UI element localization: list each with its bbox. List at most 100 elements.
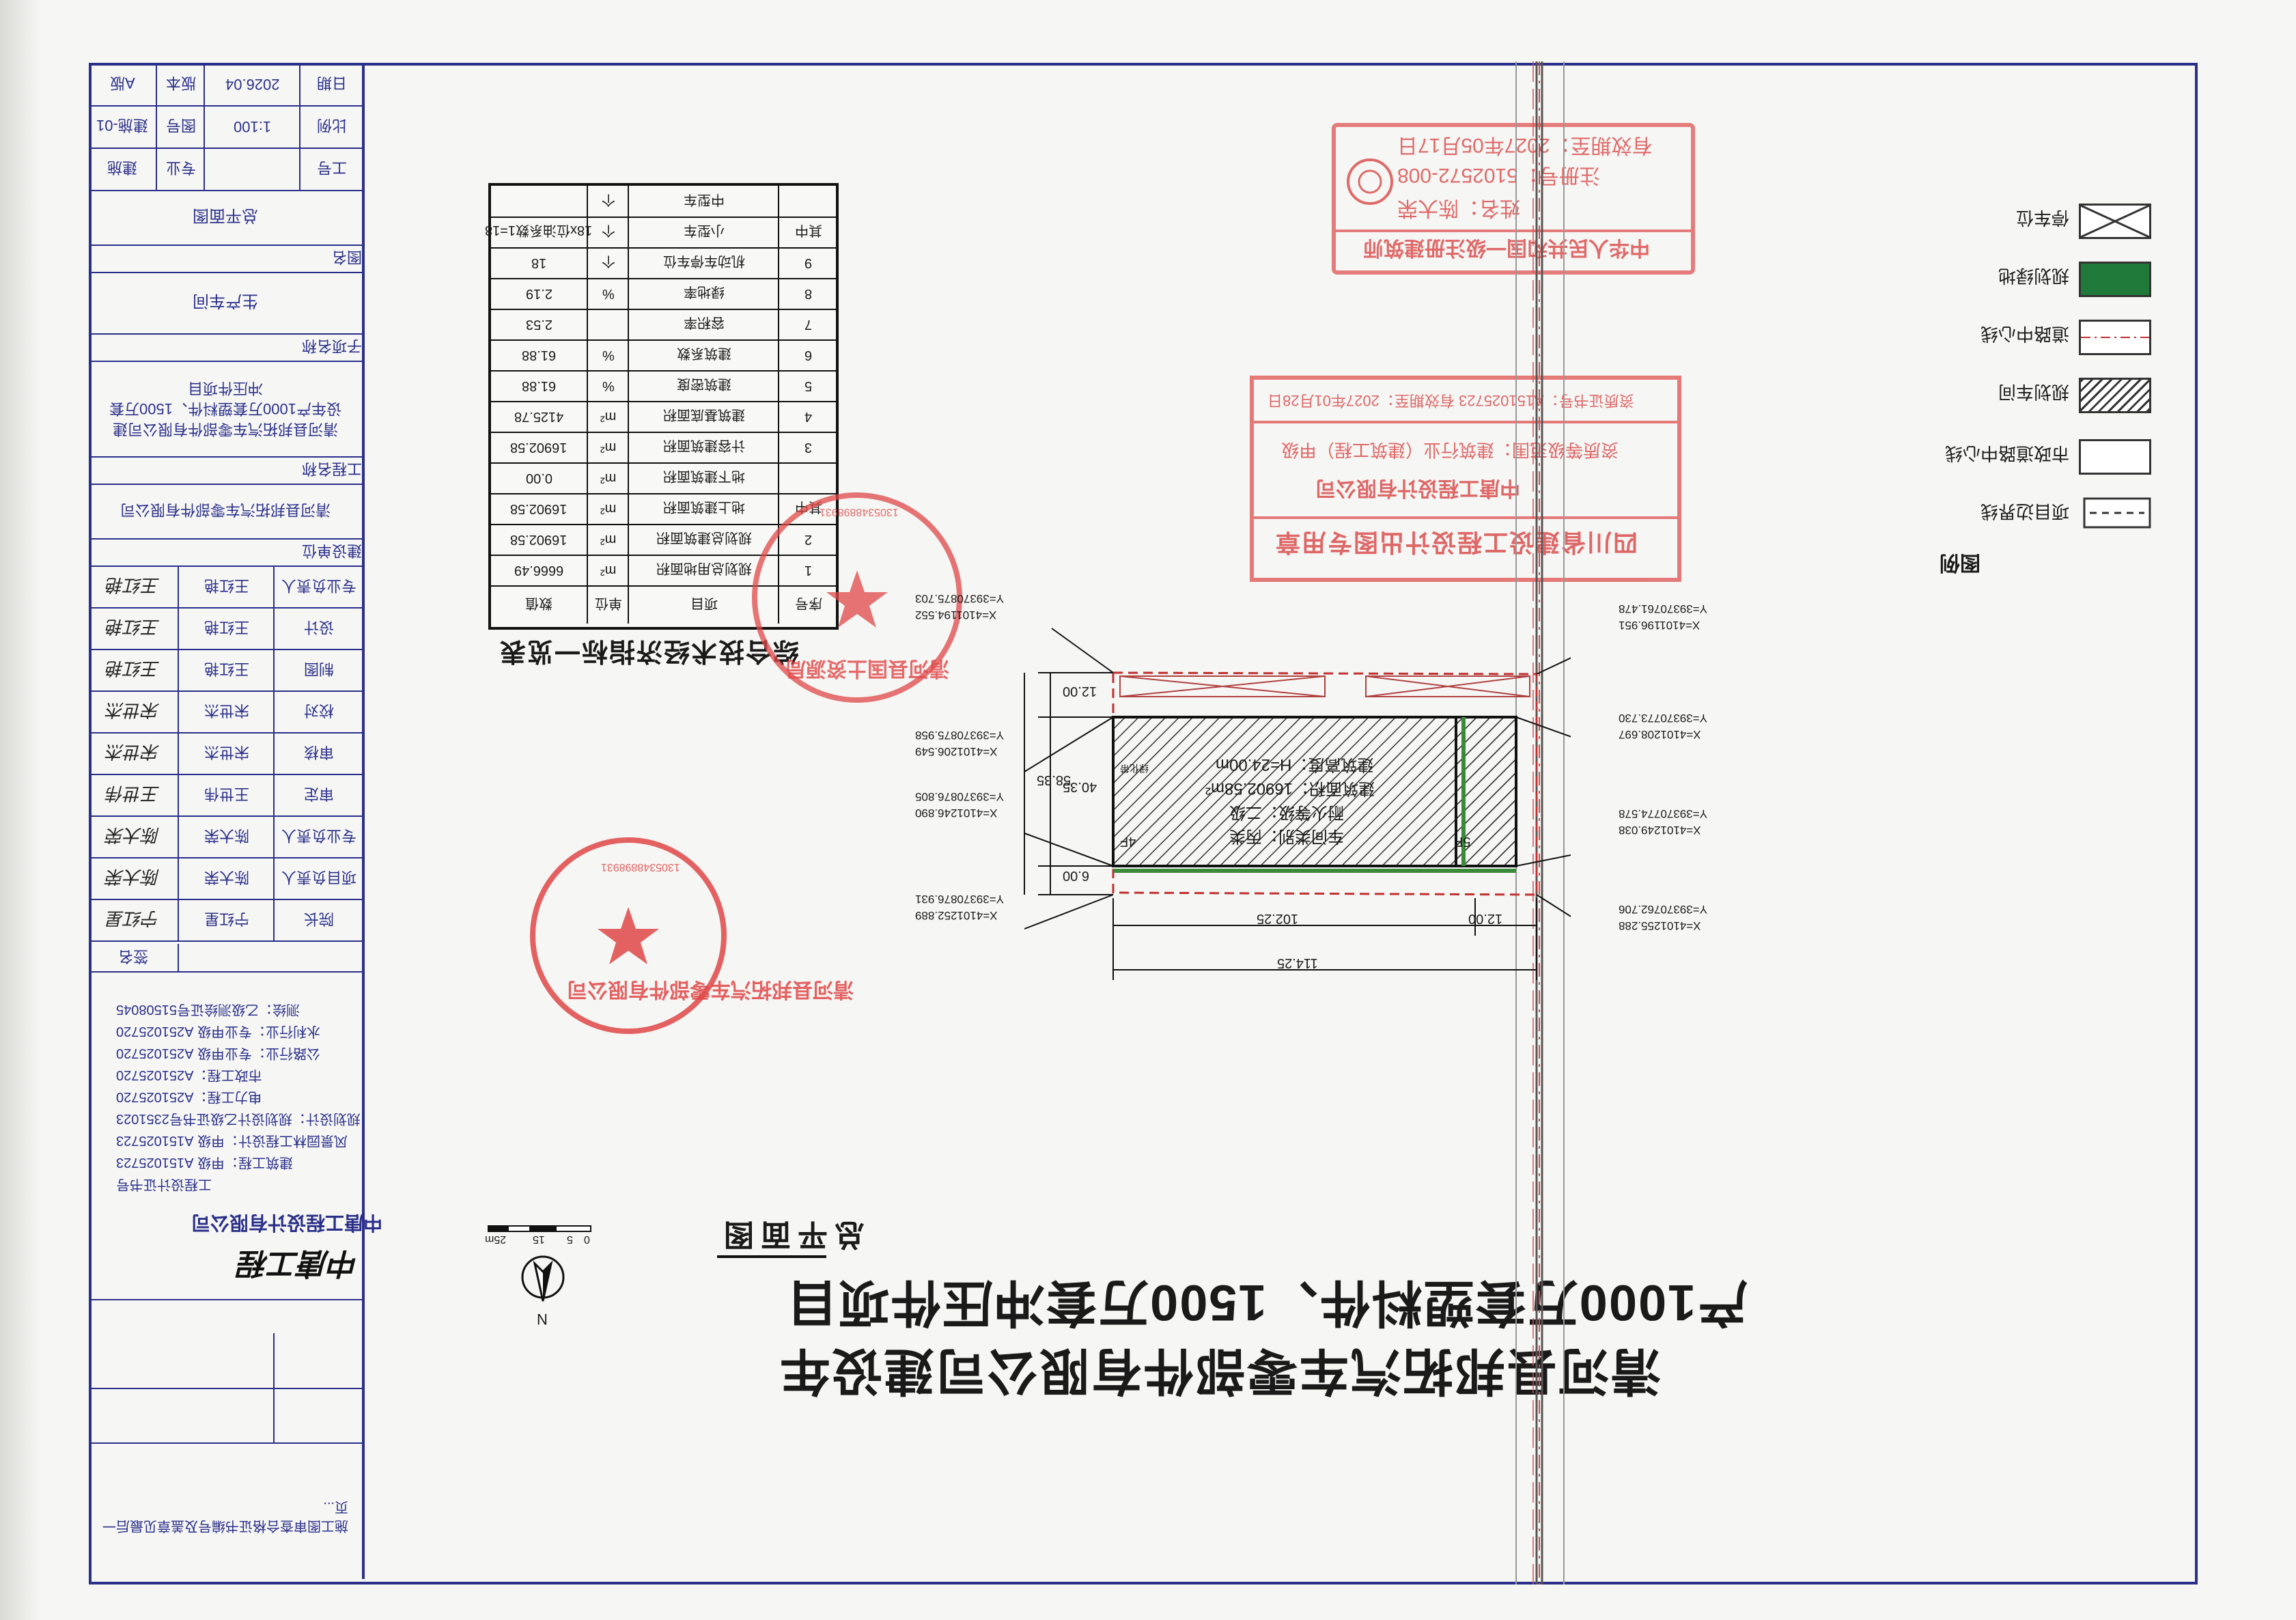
registration-stamp: 中华人民共和国一级注册建筑师 姓名：陈大荣 注册号：5102572-008 有效… [1332,123,1695,275]
tb-date-label: 日期 [316,74,347,92]
tb-cert-line: 建筑工程：甲级 A151025723 [116,1155,294,1170]
tb-company-logo: 中唐工程 [239,1246,359,1280]
north-arrow-icon [521,1255,565,1302]
tb-person-row: 王世伟王世伟审定 [89,774,362,817]
tb-person-role: 设计 [303,618,334,636]
table-header-row: 数值单位项目序号 [491,585,836,624]
table-cell-item: 机动车停车位 [663,253,745,268]
coord-x-label: X=4101194.552 [915,609,997,622]
legend-label: 市政道路中心线 [1944,443,2069,464]
tb-cert-line: 电力工程：A251025720 [116,1089,262,1104]
tb-person-role: 审核 [303,743,334,761]
coord-y-label: Y=39370773.730 [1619,712,1707,725]
coord-x-label: X=4101206.549 [915,745,998,758]
table-cell-no: 8 [804,286,813,301]
bldg-class: 车间类别：丙类 [1229,827,1344,846]
tb-row-scale: 建施-01 图号 1:100 比例 [89,105,362,149]
tb-project-label-row: 工程名称 [89,456,362,485]
floors-right-label: 5F [1455,834,1471,849]
tb-person-row: 王红艳王红艳制图 [89,649,362,692]
table-header-value: 数值 [525,595,552,611]
tb-person-sign: 王世伟 [106,783,160,803]
tb-client-value: 清河县邦拓汽车零部件有限公司 [120,501,331,518]
tb-cert-line: 测绘：乙级测绘证号51508045 [116,1002,300,1017]
tb-person-name: 陈大荣 [204,868,249,886]
table-cell-unit: m² [600,563,617,578]
tb-project-label: 工程名称 [301,460,362,477]
table-cell-item: 规划总用地面积 [656,561,752,576]
table-cell-unit: m² [600,501,617,516]
table-cell-unit: m² [600,409,617,424]
legend-item: 项目边界线 [1933,492,2158,533]
subtitle-underline [717,1255,826,1258]
scale-bar [488,1225,591,1232]
coord-y-label: Y=39370876.931 [915,893,1004,906]
coord-y-label: Y=39370875.958 [915,729,1004,742]
bldg-area: 建筑面积：16902.58m² [1205,779,1375,798]
tb-version: A版 [109,74,135,92]
table-cell-item: 规划总建筑面积 [656,530,752,545]
site-plan [1024,61,1571,1584]
legend-item: 市政道路中心线 [1933,434,2158,475]
table-cell-value: 16902.58 [510,440,568,455]
coord-y-label: Y=39370774.578 [1619,807,1707,820]
bldg-fire-rating: 耐火等级：二级 [1229,803,1344,822]
tb-cert-line: 风景园林工程设计：甲级 A151025723 [116,1133,348,1148]
tb-person-name: 王世伟 [204,785,249,802]
tb-client-label: 建设单位 [301,542,362,559]
legend-swatch-dashed-border [2083,497,2151,529]
tb-person-role: 制图 [303,660,334,678]
tb-subitem-label-row: 子项名称 [89,333,362,362]
tb-cert-line: 水利行业：专业甲级 A251025720 [116,1024,321,1039]
tb-person-name: 王红艳 [204,576,249,594]
table-cell-item: 中型车 [684,192,725,207]
tb-client: 清河县邦拓汽车零部件有限公司 [89,484,362,540]
tb-cert-line: 市政工程：A251025720 [116,1067,262,1083]
table-cell-item: 建筑系数 [677,346,731,361]
tb-subitem-label: 子项名称 [301,337,362,354]
legend-swatch-green [2079,262,2151,297]
dim-58-35: 58.35 [1037,772,1072,787]
table-cell-item: 建筑基底面积 [663,407,745,422]
tb-person-sign: 陈大荣 [106,824,160,845]
dim-6-00: 6.00 [1063,868,1089,883]
tb-person-name: 王红艳 [204,618,249,636]
tb-person-sign: 陈大荣 [106,866,160,886]
tb-notes-text: 施工图审查合格证书编号及盖章见最后一页... [102,1499,348,1533]
tb-sign-header-label: 签名 [117,948,148,965]
tb-job-label: 工号 [316,159,347,176]
round-stamp2-code: 1305348898931 [820,506,899,518]
tb-subitem-value: 生产车间 [193,291,258,310]
legend-item: 规划绿地 [1933,256,2158,297]
table-cell-item: 地下建筑面积 [663,469,745,484]
legend-label: 规划绿地 [1998,265,2069,286]
table-cell-unit: 个 [602,253,615,268]
table-cell-value: 18x位油系数1=18 [485,223,593,238]
table-row: 个 中型车 [491,186,836,218]
north-label: N [537,1311,548,1328]
tb-sign-header: 签名 [89,944,362,973]
table-cell-value: 16902.58 [510,532,568,547]
drawing-subtitle: 总平面图 [717,1218,865,1251]
tb-date: 2026.04 [225,76,280,93]
table-cell-unit: % [602,286,615,301]
tb-person-sign: 宋世杰 [106,699,160,720]
table-cell-unit: 个 [602,192,615,207]
coord-x-label: X=4101252.889 [915,909,998,922]
company-round-stamp [530,837,727,1034]
table-cell-value: 2.53 [525,317,552,332]
tb-person-role: 校对 [303,701,334,719]
tb-person-role: 专业负责人 [281,826,356,844]
table-cell-unit: % [602,348,615,363]
tb-client-label-row: 建设单位 [89,538,362,567]
coord-x-label: X=4101255.288 [1619,919,1701,932]
table-cell-value: 6666.49 [514,563,564,578]
tb-drawing-no: 建施-01 [96,117,148,134]
